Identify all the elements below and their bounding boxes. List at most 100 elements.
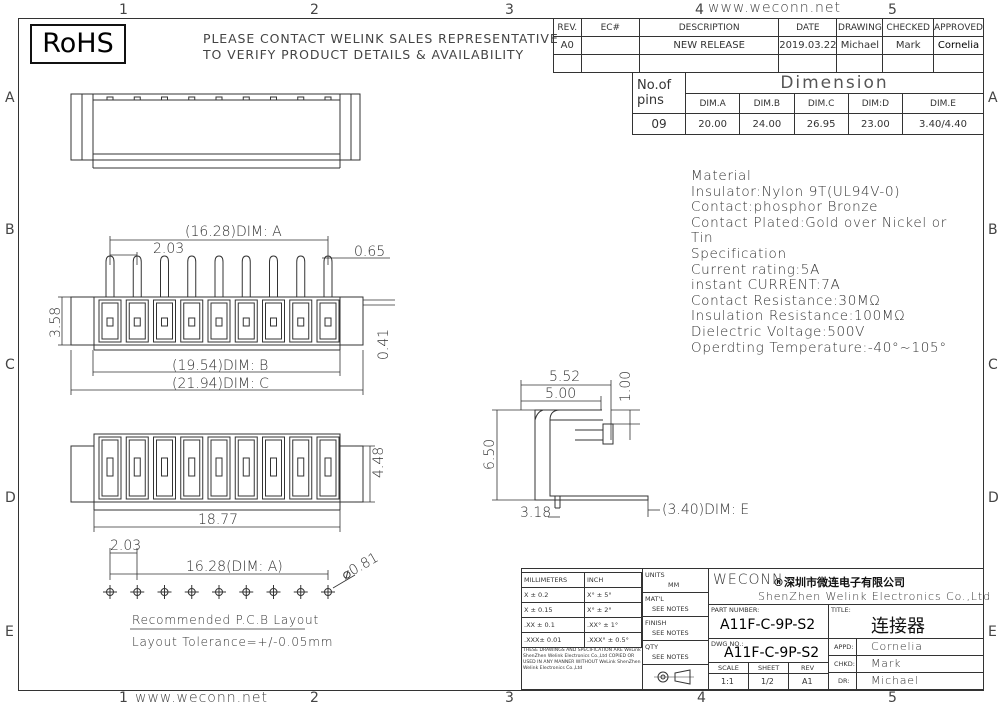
divider [708,673,828,674]
dim-pins-label: No.of pins [632,72,686,114]
divider [828,604,829,690]
qty-label: QTY [645,643,659,651]
tol-cell: .XXX° ± 0.5° [584,632,642,648]
dim-label-c: (21.94)DIM: C [172,376,269,392]
units-label: UNITS [645,571,665,579]
zone-top-5: 5 [888,2,897,18]
front-cell-inner [156,302,173,340]
front-contact [133,317,141,327]
bottom-contact [188,457,196,477]
dwg-number: A11F-C-9P-S2 [724,645,820,661]
dim-label-pin-width: 0.65 [354,244,385,260]
layout-tolerance: Layout Tolerance=+/-0.05mm [132,635,333,649]
front-contact [106,317,114,327]
front-pin [160,255,169,297]
zone-left-d: D [5,490,16,506]
finish-value: SEE NOTES [652,629,689,637]
dim-label-bottom-width: 18.77 [198,512,238,528]
zone-left-c: C [5,357,15,373]
divider [708,638,984,639]
appd-value: Cornelia [871,640,923,653]
zone-bottom-3: 3 [505,690,514,706]
pcb-layout [103,585,335,599]
front-contact [161,317,168,327]
dim-cell-a: 20.00 [684,113,741,135]
bottom-cell-inner [319,439,337,497]
divider [708,604,984,605]
title-block [521,568,984,690]
spec-line: Dielectric Voltage:500V [691,323,866,340]
front-cell [262,299,285,343]
bottom-cell [234,436,258,500]
spec-line: Current rating:5A [691,261,821,278]
dim-label-bottom-height: 4.48 [371,447,387,478]
dim-cell-e: 3.40/4.40 [902,113,984,135]
revision-table: REV. EC# DESCRIPTION DATE DRAWING CHECKE… [553,18,984,73]
front-cell [316,299,340,343]
front-contact [324,317,332,327]
pcb-label-pitch: 2.03 [110,538,141,554]
dim-cell-c: 26.95 [793,113,849,135]
zone-right-c: C [988,357,998,373]
bottom-cell-inner [292,439,310,497]
front-cell-inner [210,302,228,340]
zone-right-d: D [988,490,999,506]
part-number-label: PART NUMBER: [711,606,760,614]
bottom-contact [133,457,141,477]
divider [788,662,789,690]
zone-left-e: E [5,624,14,640]
front-cell-inner [319,302,337,340]
appd-label: APPD: [834,643,854,651]
zone-bottom-5: 5 [888,690,897,706]
spec-line: instant CURRENT:7A [691,277,841,294]
front-contact [242,317,250,327]
top-pin [188,96,196,101]
bottom-contact [106,457,114,477]
company-name-cn: ®深圳市微连电子有限公司 [773,576,905,589]
bottom-contact [297,457,305,477]
zone-right-e: E [988,624,997,640]
dim-label-pitch: 2.03 [153,241,184,257]
front-cell [98,299,122,343]
front-cell [207,299,231,343]
matl-label: MAT'L [645,595,664,603]
dim-cell-d: 23.00 [847,113,904,135]
spec-line: Insulator:Nylon 9T(UL94V-0) [691,183,901,200]
top-view [70,93,361,169]
dimension-table: No.of pins Dimension DIM.A DIM.B DIM.C D… [632,72,984,135]
top-pin [324,96,332,101]
dim-label-side-foot: 3.18 [520,505,551,521]
bottom-contact [324,457,332,477]
bottom-cell [98,436,122,500]
divider [856,638,857,690]
divider [708,568,709,690]
bottom-contact [161,457,168,477]
spec-line: Operdting Temperature:-40°~105° [691,339,947,356]
bottom-cell-inner [265,439,282,497]
front-cell-inner [292,302,310,340]
zone-top-4: 4 [695,2,704,18]
front-cell-inner [128,302,146,340]
dim-label-height: 3.58 [48,307,64,338]
notice-line-1: PLEASE CONTACT WELINK SALES REPRESENTATI… [203,31,559,46]
bottom-cell-inner [237,439,255,497]
bottom-cell [153,436,176,500]
bottom-cell [289,436,313,500]
dimension-lines [58,236,660,630]
dim-label-e: (3.40)DIM: E [662,502,749,518]
zone-right-b: B [988,222,998,238]
rev-header-date: DATE [778,18,838,37]
front-cell [125,299,149,343]
sheet-value: 1/2 [761,677,774,686]
divider [642,592,708,593]
dr-value: Michael [871,674,919,687]
front-pin [296,255,306,297]
chkd-value: Mark [871,657,902,670]
company-name-en: ShenZhen Welink Electronics Co.,Ltd [758,590,991,603]
spec-line: Material [691,168,752,184]
zone-top-2: 2 [310,2,319,18]
top-pin [161,96,168,101]
top-pin [215,96,223,101]
